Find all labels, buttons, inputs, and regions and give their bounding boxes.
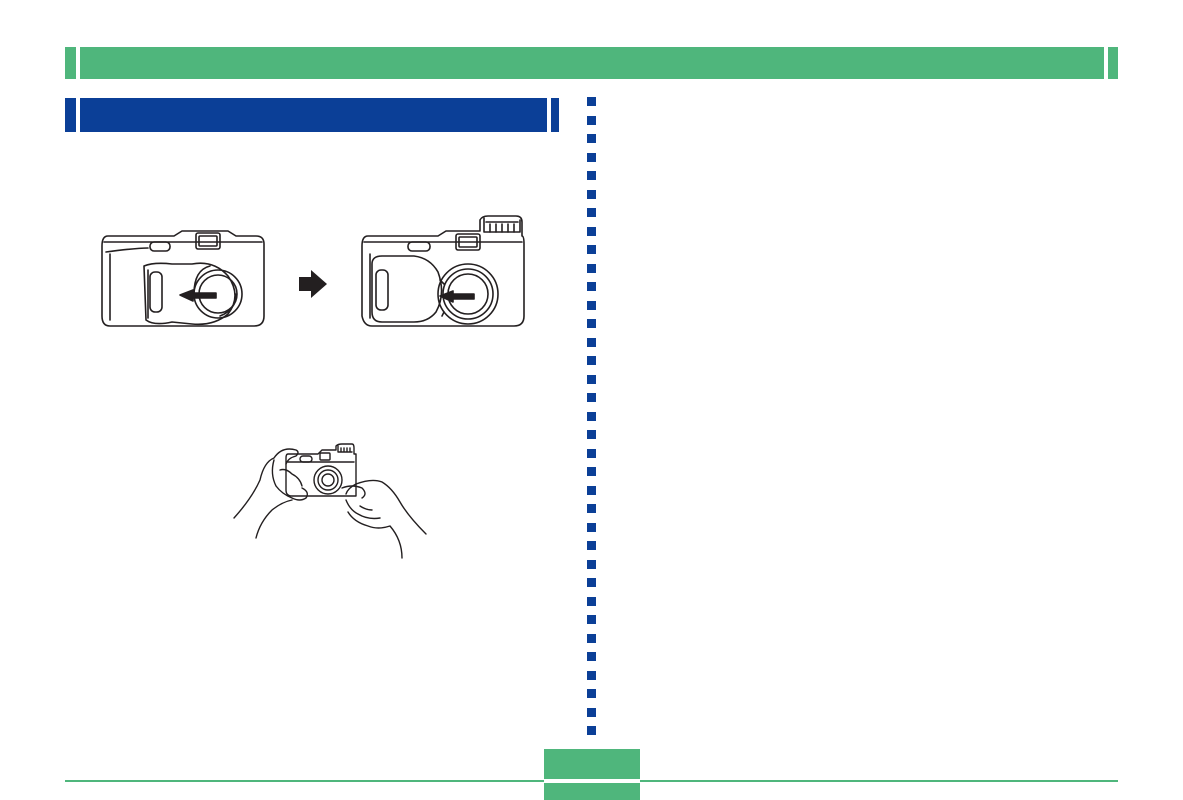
divider-square: [587, 597, 596, 606]
divider-square: [587, 430, 596, 439]
divider-square: [587, 97, 596, 106]
divider-square: [587, 282, 596, 291]
page-number-tab: [544, 749, 640, 800]
divider-square: [587, 412, 596, 421]
divider-square: [587, 208, 596, 217]
divider-square: [587, 689, 596, 698]
divider-square: [587, 227, 596, 236]
divider-square: [587, 708, 596, 717]
divider-square: [587, 116, 596, 125]
divider-square: [587, 486, 596, 495]
divider-square: [587, 375, 596, 384]
divider-square: [587, 634, 596, 643]
divider-square: [587, 245, 596, 254]
divider-square: [587, 467, 596, 476]
divider-square: [587, 338, 596, 347]
divider-square: [587, 190, 596, 199]
divider-square: [587, 171, 596, 180]
footer-line-left: [65, 780, 544, 782]
divider-square: [587, 264, 596, 273]
divider-square: [587, 523, 596, 532]
column-divider: [587, 97, 597, 737]
divider-square: [587, 560, 596, 569]
footer-line-right: [640, 780, 1118, 782]
divider-square: [587, 578, 596, 587]
divider-square: [587, 319, 596, 328]
camera-lens-cover-open-illustration: [361, 215, 525, 327]
divider-square: [587, 652, 596, 661]
divider-square: [587, 153, 596, 162]
camera-lens-cover-closed-illustration: [101, 230, 265, 327]
hands-holding-camera-illustration: [233, 443, 427, 559]
divider-square: [587, 504, 596, 513]
divider-square: [587, 134, 596, 143]
divider-square: [587, 449, 596, 458]
divider-square: [587, 541, 596, 550]
header-bar: [65, 47, 1118, 79]
section-heading-bar: [65, 98, 559, 132]
right-arrow-icon: [299, 270, 327, 298]
divider-square: [587, 615, 596, 624]
divider-square: [587, 393, 596, 402]
divider-square: [587, 671, 596, 680]
divider-square: [587, 301, 596, 310]
divider-square: [587, 356, 596, 365]
divider-square: [587, 726, 596, 735]
